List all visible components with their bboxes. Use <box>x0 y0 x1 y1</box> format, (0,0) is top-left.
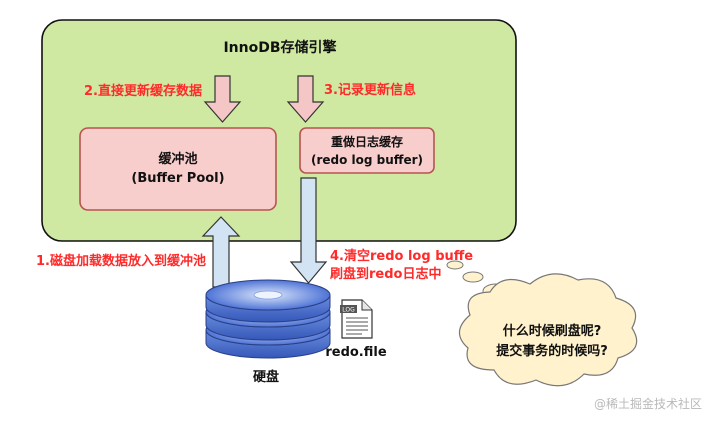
log-file-badge: LOG <box>342 307 355 314</box>
step2-label: 2.直接更新缓存数据 <box>84 83 202 99</box>
thought-line1: 什么时候刷盘呢? <box>503 323 602 339</box>
arrow-update-cache <box>203 75 242 123</box>
redo-log-buffer-box: 重做日志缓存 (redo log buffer) <box>299 127 435 174</box>
step4-label-line1: 4.清空redo log buffe <box>330 248 473 264</box>
engine-title: InnoDB存储引擎 <box>223 39 336 56</box>
buffer-pool-subtitle: (Buffer Pool) <box>131 171 224 186</box>
redo-log-buffer-name: 重做日志缓存 <box>331 134 403 149</box>
log-file-icon: LOG <box>340 299 373 339</box>
buffer-pool-box: 缓冲池 (Buffer Pool) <box>79 127 277 211</box>
disk-icon <box>205 279 331 359</box>
step1-label: 1.磁盘加载数据放入到缓冲池 <box>36 253 206 269</box>
thought-bubble: 什么时候刷盘呢? 提交事务的时候吗? <box>446 260 638 387</box>
watermark: @稀土掘金技术社区 <box>594 396 702 411</box>
step4-label-line2: 刷盘到redo日志中 <box>330 266 441 282</box>
arrow-record-update <box>286 75 325 123</box>
arrow-flush-to-disk <box>289 177 328 284</box>
disk-label: 硬盘 <box>253 369 279 385</box>
step3-label: 3.记录更新信息 <box>324 82 416 98</box>
redo-log-buffer-subtitle: (redo log buffer) <box>311 153 423 167</box>
thought-line2: 提交事务的时候吗? <box>496 343 608 359</box>
buffer-pool-name: 缓冲池 <box>158 151 197 167</box>
redo-file-label: redo.file <box>325 345 386 360</box>
